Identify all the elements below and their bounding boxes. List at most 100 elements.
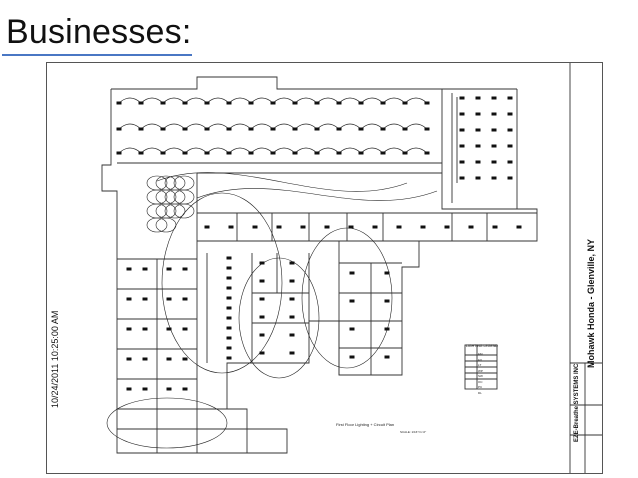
- light-fixture: [116, 151, 122, 155]
- light-fixture: [358, 101, 364, 105]
- circuit-loop: [301, 227, 393, 369]
- light-fixture: [116, 101, 122, 105]
- light-fixture: [142, 267, 148, 271]
- light-fixture: [475, 112, 481, 116]
- circuit-loop: [164, 203, 186, 219]
- light-fixture: [300, 225, 306, 229]
- light-fixture: [420, 225, 426, 229]
- light-fixture: [349, 299, 355, 303]
- legend-row: EX: [478, 357, 483, 362]
- circuit-run: [196, 188, 438, 201]
- light-fixture: [380, 151, 386, 155]
- light-fixture: [289, 279, 295, 283]
- light-fixture: [289, 315, 295, 319]
- light-fixture: [491, 128, 497, 132]
- light-fixture: [289, 333, 295, 337]
- circuit-loop: [173, 203, 195, 219]
- light-fixture: [314, 101, 320, 105]
- light-fixture: [226, 127, 232, 131]
- light-fixture: [226, 306, 232, 310]
- light-fixture: [126, 297, 132, 301]
- light-fixture: [142, 357, 148, 361]
- light-fixture: [226, 151, 232, 155]
- light-fixture: [166, 297, 172, 301]
- plan-title: First Floor Lighting + Circuit Plan: [336, 422, 395, 427]
- circuit-loop: [155, 203, 177, 219]
- light-fixture: [182, 387, 188, 391]
- light-fixture: [380, 101, 386, 105]
- light-fixture: [252, 225, 258, 229]
- light-fixture: [349, 271, 355, 275]
- light-fixture: [402, 151, 408, 155]
- light-fixture: [358, 151, 364, 155]
- light-fixture: [138, 151, 144, 155]
- legend-row: LT: [478, 363, 482, 367]
- light-fixture: [507, 112, 513, 116]
- light-fixture: [276, 225, 282, 229]
- light-fixture: [138, 101, 144, 105]
- light-fixture: [289, 351, 295, 355]
- legend-row: WP: [478, 368, 483, 373]
- light-fixture: [226, 101, 232, 105]
- circuit-loop: [173, 189, 195, 205]
- light-fixture: [507, 96, 513, 100]
- light-fixture: [270, 151, 276, 155]
- floor-plan-drawing: [46, 62, 603, 474]
- light-fixture: [182, 151, 188, 155]
- light-fixture: [228, 225, 234, 229]
- light-fixture: [372, 225, 378, 229]
- title-underline: [2, 54, 192, 56]
- circuit-loop: [106, 397, 228, 449]
- light-fixture: [160, 151, 166, 155]
- light-fixture: [160, 127, 166, 131]
- light-fixture: [259, 279, 265, 283]
- light-fixture: [402, 127, 408, 131]
- light-fixture: [248, 127, 254, 131]
- light-fixture: [259, 333, 265, 337]
- company-name: EZE-Breathe SYSTEMS INC: [574, 363, 580, 442]
- circuit-loop: [146, 189, 168, 205]
- light-fixture: [142, 387, 148, 391]
- light-fixture: [259, 351, 265, 355]
- light-fixture: [166, 387, 172, 391]
- light-fixture: [314, 127, 320, 131]
- date-stamp: 10/24/2011 10:25:00 AM: [50, 310, 60, 408]
- light-fixture: [226, 336, 232, 340]
- light-fixture: [516, 225, 522, 229]
- light-fixture: [459, 128, 465, 132]
- circuit-loop: [146, 203, 168, 219]
- light-fixture: [384, 355, 390, 359]
- circuit-loop: [173, 175, 195, 191]
- light-fixture: [259, 297, 265, 301]
- light-fixture: [507, 128, 513, 132]
- light-fixture: [475, 128, 481, 132]
- light-fixture: [182, 357, 188, 361]
- light-fixture: [270, 127, 276, 131]
- light-fixture: [459, 160, 465, 164]
- light-fixture: [204, 151, 210, 155]
- circuit-run: [156, 172, 408, 192]
- legend-row: PC: [478, 385, 483, 389]
- light-fixture: [468, 225, 474, 229]
- circuit-loop: [155, 217, 177, 233]
- light-fixture: [424, 101, 430, 105]
- light-fixture: [424, 151, 430, 155]
- light-fixture: [475, 176, 481, 180]
- legend-row: SW: [478, 374, 483, 378]
- light-fixture: [226, 256, 232, 260]
- light-fixture: [324, 225, 330, 229]
- light-fixture: [491, 144, 497, 148]
- light-fixture: [126, 387, 132, 391]
- light-fixture: [226, 266, 232, 270]
- light-fixture: [314, 151, 320, 155]
- light-fixture: [459, 144, 465, 148]
- floor-plan-svg: [101, 63, 602, 473]
- light-fixture: [182, 127, 188, 131]
- light-fixture: [160, 101, 166, 105]
- light-fixture: [126, 357, 132, 361]
- light-fixture: [349, 327, 355, 331]
- light-fixture: [358, 127, 364, 131]
- light-fixture: [226, 286, 232, 290]
- slide-title: Businesses:: [6, 13, 192, 51]
- plan-scale: SCALE: 1/16"=1'-0": [400, 430, 427, 434]
